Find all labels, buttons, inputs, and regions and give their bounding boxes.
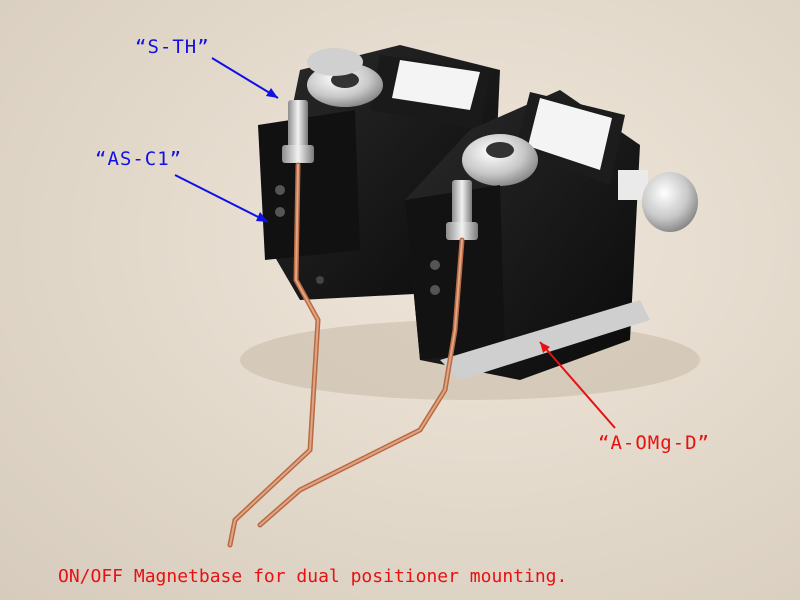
right-positioner xyxy=(405,90,698,380)
annotation-arrows xyxy=(174,57,616,429)
caption: ON/OFF Magnetbase for dual positioner mo… xyxy=(58,566,568,587)
label-a-omg-d: “A-OMg-D” xyxy=(598,432,710,454)
label-s-th: “S-TH” xyxy=(135,36,210,58)
label-as-c1: “AS-C1” xyxy=(95,148,183,170)
probe-arms xyxy=(227,162,465,548)
sma-connectors xyxy=(282,100,478,240)
